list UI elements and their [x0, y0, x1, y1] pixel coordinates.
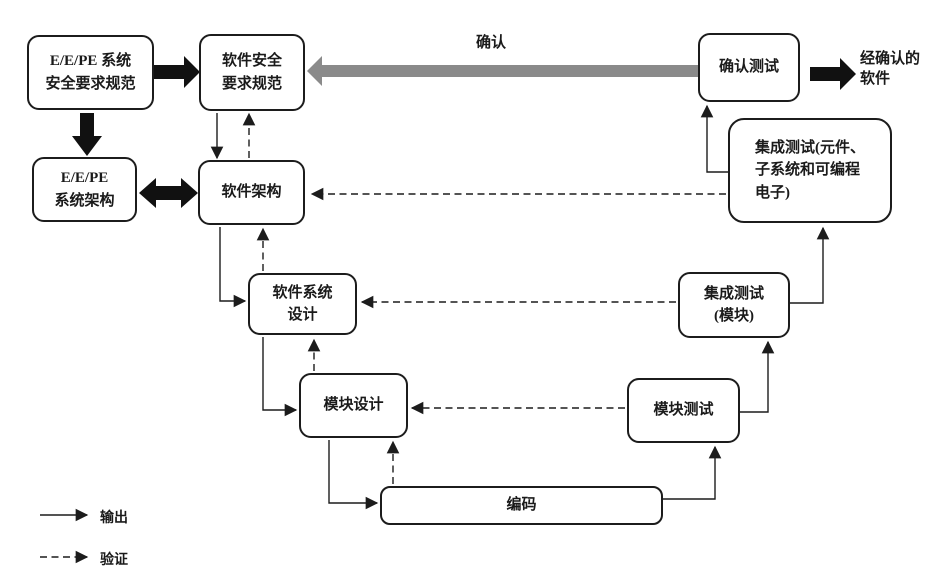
connector-module-test-to-integ-test-module — [740, 340, 775, 413]
confirm-arrow-label: 确认 — [475, 35, 506, 51]
connector-coding-to-module-test — [663, 445, 722, 500]
box-software-system-design: 软件系统 设计 — [248, 273, 357, 335]
confirm-arrow-gray — [307, 56, 698, 86]
box-module-design: 模块设计 — [299, 373, 408, 438]
box-integration-testing-module: 集成测试 (模块) — [678, 272, 790, 338]
arrow-confirm-test-to-validated-software — [810, 58, 856, 90]
legend-verify-label: 验证 — [100, 553, 128, 568]
solid-output-connectors — [210, 104, 830, 510]
connector-sw-arch-to-sw-sys-design — [219, 227, 247, 308]
box-eepe-system-architecture: E/E/PE 系统架构 — [32, 157, 137, 222]
legend-arrows — [40, 508, 89, 564]
connector-integ-test-system-to-confirm-test — [700, 104, 728, 173]
verification-dashed-connectors — [242, 112, 726, 484]
connector-module-design-to-coding — [328, 440, 379, 510]
thick-flow-arrows — [72, 56, 856, 208]
legend-output-label: 输出 — [100, 511, 128, 526]
box-software-architecture: 软件架构 — [198, 160, 305, 225]
box-validation-testing: 确认测试 — [698, 33, 800, 102]
box-coding: 编码 — [380, 486, 663, 525]
box-software-safety-requirements: 软件安全 要求规范 — [199, 34, 305, 111]
arrow-confirm-test-to-sw-srs — [307, 56, 698, 86]
validated-software-label: 经确认的 软件 — [860, 51, 921, 88]
box-integration-testing-system: 集成测试(元件、 子系统和可编程 电子) — [728, 118, 892, 223]
arrow-eepe-srs-to-eepe-arch — [72, 113, 102, 156]
arrow-eepe-srs-to-sw-srs — [154, 56, 200, 88]
box-module-testing: 模块测试 — [627, 378, 740, 443]
connector-sw-sys-design-to-module-design — [262, 337, 298, 417]
arrow-eepe-arch-sw-arch-bidirectional — [139, 178, 198, 208]
connector-integ-test-module-to-integ-test-system — [790, 226, 830, 304]
box-eepe-system-safety-requirements: E/E/PE 系统 安全要求规范 — [27, 35, 154, 110]
